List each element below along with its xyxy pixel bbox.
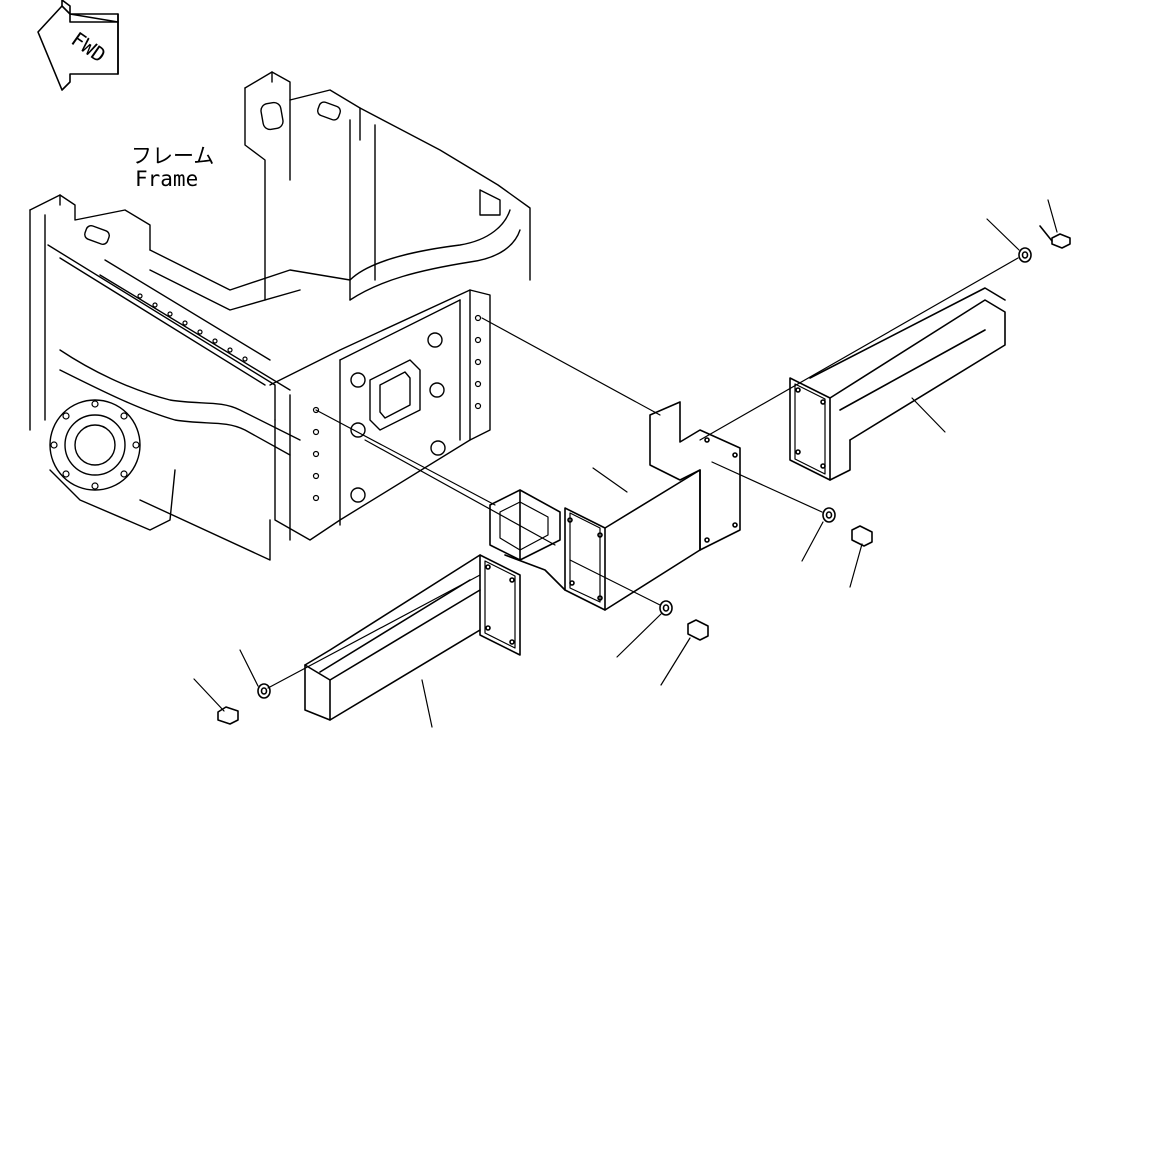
bolt-icon <box>217 706 239 725</box>
center-bracket <box>489 401 741 611</box>
bolt-icon <box>851 525 873 547</box>
washer-icon <box>659 600 673 616</box>
bolt-icon <box>687 619 709 641</box>
assembly-lines <box>193 199 1058 728</box>
fwd-arrow-icon: FWD <box>37 0 119 91</box>
right-step-arm <box>789 287 1006 481</box>
washer-icon <box>822 507 836 523</box>
frame-assembly <box>29 71 531 561</box>
left-step-arm <box>304 554 521 721</box>
frame-label-japanese: フレーム <box>131 144 215 168</box>
frame-label-english: Frame <box>135 167 199 191</box>
bolt-icon <box>1039 225 1071 249</box>
washer-icon <box>257 683 271 699</box>
washer-icon <box>1018 247 1032 263</box>
